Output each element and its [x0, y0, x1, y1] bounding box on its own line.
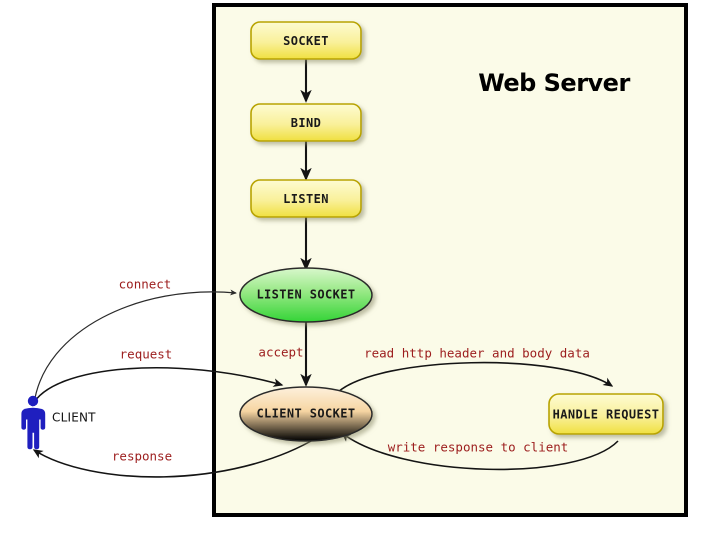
- edge-handle-request-to-client-socket: [340, 432, 619, 471]
- person-icon: [21, 395, 46, 450]
- edge-label-request: request: [120, 347, 173, 362]
- page-title: Web Server: [478, 69, 630, 97]
- edge-label-connect: connect: [119, 277, 172, 292]
- node-listen-label: LISTEN: [283, 192, 329, 206]
- node-listen-socket[interactable]: LISTEN SOCKET: [239, 267, 373, 323]
- node-bind-label: BIND: [291, 116, 322, 130]
- edge-client-socket-to-handle-request: [337, 361, 614, 393]
- edge-client-socket-to-client: [32, 436, 319, 478]
- client-actor[interactable]: CLIENT: [21, 395, 96, 450]
- edge-client-to-client-socket: [31, 366, 284, 407]
- client-actor-label: CLIENT: [52, 411, 96, 425]
- node-client-socket-label: CLIENT SOCKET: [256, 407, 355, 421]
- node-handle-request-label: HANDLE REQUEST: [553, 408, 660, 422]
- node-socket[interactable]: SOCKET: [250, 21, 362, 60]
- node-listen-socket-label: LISTEN SOCKET: [256, 288, 355, 302]
- node-bind[interactable]: BIND: [250, 103, 362, 142]
- edge-label-accept: accept: [258, 345, 303, 360]
- node-handle-request[interactable]: HANDLE REQUEST: [548, 393, 664, 435]
- edge-client-to-listen-socket: [33, 289, 237, 405]
- node-listen[interactable]: LISTEN: [250, 179, 362, 218]
- edge-label-read-http: read http header and body data: [364, 346, 590, 361]
- edge-label-write-response: write response to client: [388, 440, 569, 455]
- node-client-socket[interactable]: CLIENT SOCKET: [239, 386, 373, 442]
- node-socket-label: SOCKET: [283, 34, 329, 48]
- edge-label-response: response: [112, 449, 172, 464]
